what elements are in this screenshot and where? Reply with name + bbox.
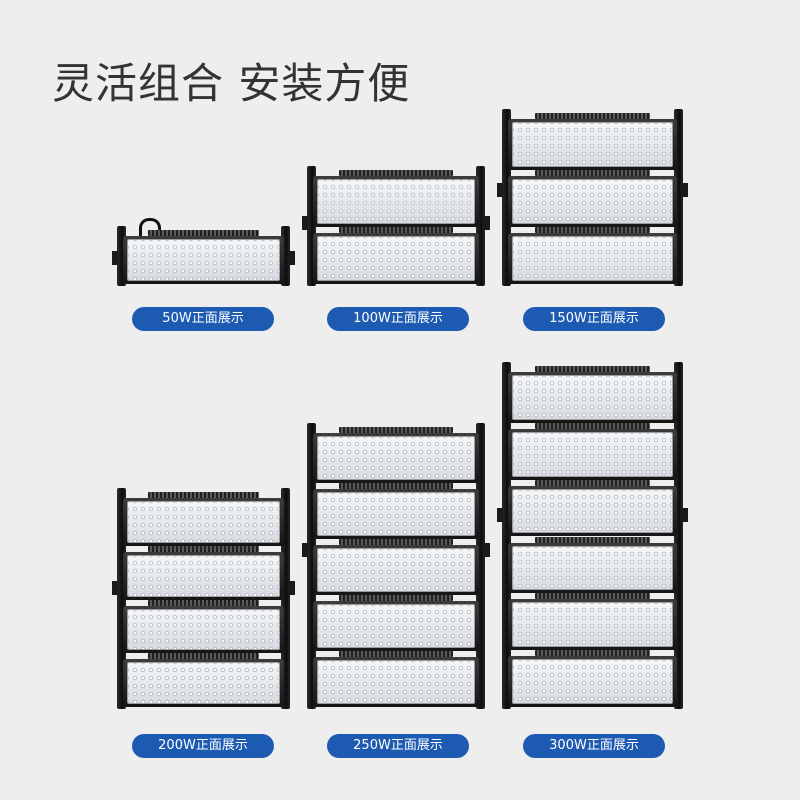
- heat-sink-fins: [148, 653, 259, 660]
- led-lens: [512, 545, 673, 591]
- fixture-100w: [302, 166, 490, 286]
- badge-200w: 200W正面展示: [132, 734, 274, 758]
- led-module: [313, 545, 479, 595]
- heat-sink-fins: [339, 227, 453, 233]
- fixture-200w: [112, 488, 295, 709]
- led-module: [123, 551, 284, 600]
- led-module: [313, 489, 479, 539]
- heat-sink-fins: [534, 650, 651, 657]
- led-module: [508, 485, 677, 537]
- led-module: [313, 601, 479, 651]
- bracket-rail-right: [281, 488, 295, 709]
- led-lens: [512, 602, 673, 648]
- heat-sink-fins: [148, 545, 259, 552]
- led-lens: [512, 179, 673, 224]
- led-lens: [127, 501, 280, 543]
- bracket-rail-right: [674, 109, 688, 286]
- bracket-rail-left: [302, 166, 316, 286]
- led-module: [123, 605, 284, 654]
- led-lens: [512, 488, 673, 534]
- led-module: [313, 433, 479, 483]
- bracket-rail-right: [281, 226, 295, 286]
- led-module: [123, 236, 284, 284]
- heat-sink-fins: [534, 593, 651, 600]
- led-module: [313, 233, 479, 284]
- heat-sink-fins: [148, 599, 259, 606]
- heat-sink-fins: [148, 230, 259, 236]
- led-lens: [512, 122, 673, 167]
- heat-sink-fins: [339, 483, 453, 489]
- led-module: [508, 233, 677, 284]
- badge-300w: 300W正面展示: [523, 734, 665, 758]
- badge-250w: 250W正面展示: [327, 734, 469, 758]
- heat-sink-fins: [534, 170, 651, 176]
- led-module: [313, 176, 479, 227]
- fixture-250w: [302, 423, 490, 709]
- fixture-300w: [497, 362, 688, 709]
- power-cable: [139, 218, 161, 236]
- led-lens: [317, 548, 475, 592]
- led-lens: [127, 608, 280, 651]
- heat-sink-fins: [534, 536, 651, 543]
- led-lens: [512, 375, 673, 420]
- bracket-rail-right: [476, 423, 490, 709]
- heat-sink-fins: [339, 539, 453, 545]
- bracket-rail-left: [497, 109, 511, 286]
- led-module: [508, 176, 677, 227]
- led-lens: [317, 236, 475, 281]
- led-lens: [317, 436, 475, 480]
- led-module: [508, 656, 677, 707]
- heat-sink-fins: [339, 427, 453, 433]
- led-module: [123, 659, 284, 707]
- led-module: [508, 542, 677, 594]
- fixture-50w: [112, 218, 295, 286]
- led-module: [123, 498, 284, 546]
- heat-sink-fins: [148, 492, 259, 498]
- led-lens: [127, 554, 280, 597]
- badge-150w: 150W正面展示: [523, 307, 665, 331]
- headline: 灵活组合 安装方便: [52, 59, 411, 108]
- led-lens: [317, 660, 475, 704]
- badge-100w: 100W正面展示: [327, 307, 469, 331]
- heat-sink-fins: [339, 170, 453, 176]
- heat-sink-fins: [534, 366, 651, 372]
- led-module: [508, 599, 677, 651]
- bracket-rail-right: [674, 362, 688, 709]
- heat-sink-fins: [534, 113, 651, 119]
- bracket-rail-left: [302, 423, 316, 709]
- heat-sink-fins: [339, 595, 453, 601]
- led-lens: [127, 662, 280, 704]
- badge-50w: 50W正面展示: [132, 307, 274, 331]
- led-lens: [512, 431, 673, 477]
- led-lens: [512, 236, 673, 281]
- fixture-150w: [497, 109, 688, 286]
- bracket-rail-right: [476, 166, 490, 286]
- heat-sink-fins: [534, 479, 651, 486]
- led-module: [508, 372, 677, 423]
- heat-sink-fins: [534, 227, 651, 233]
- bracket-rail-left: [497, 362, 511, 709]
- heat-sink-fins: [339, 651, 453, 657]
- heat-sink-fins: [534, 422, 651, 429]
- led-module: [508, 119, 677, 170]
- led-lens: [512, 659, 673, 704]
- led-lens: [317, 604, 475, 648]
- led-module: [313, 657, 479, 707]
- led-module: [508, 428, 677, 480]
- bracket-rail-left: [112, 226, 126, 286]
- led-lens: [317, 179, 475, 224]
- led-lens: [127, 239, 280, 281]
- bracket-rail-left: [112, 488, 126, 709]
- led-lens: [317, 492, 475, 536]
